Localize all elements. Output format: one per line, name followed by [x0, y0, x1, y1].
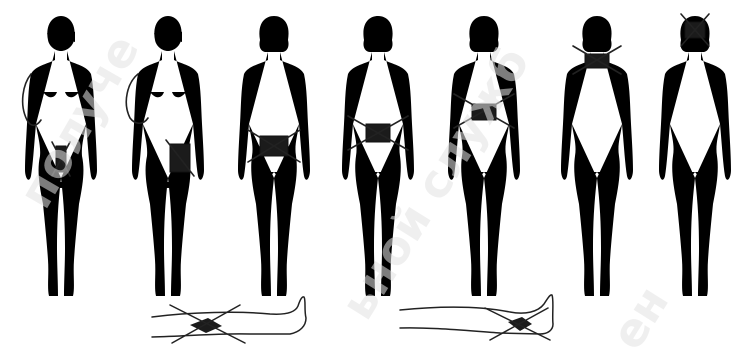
leg-side-ankle [400, 295, 553, 340]
figure-back-lower-back [342, 16, 414, 296]
figure-front-thigh [126, 16, 204, 296]
figure-front-groin [23, 16, 97, 296]
illustration-canvas [0, 0, 731, 349]
patch-placement-diagram [0, 0, 731, 349]
figure-back-buttocks [238, 16, 310, 296]
figure-back-head [659, 14, 731, 296]
patch-upper-back [585, 54, 609, 68]
figure-back-lumbar [448, 16, 520, 296]
leg-side-knee [152, 297, 306, 343]
figure-back-upper-back [561, 16, 633, 296]
